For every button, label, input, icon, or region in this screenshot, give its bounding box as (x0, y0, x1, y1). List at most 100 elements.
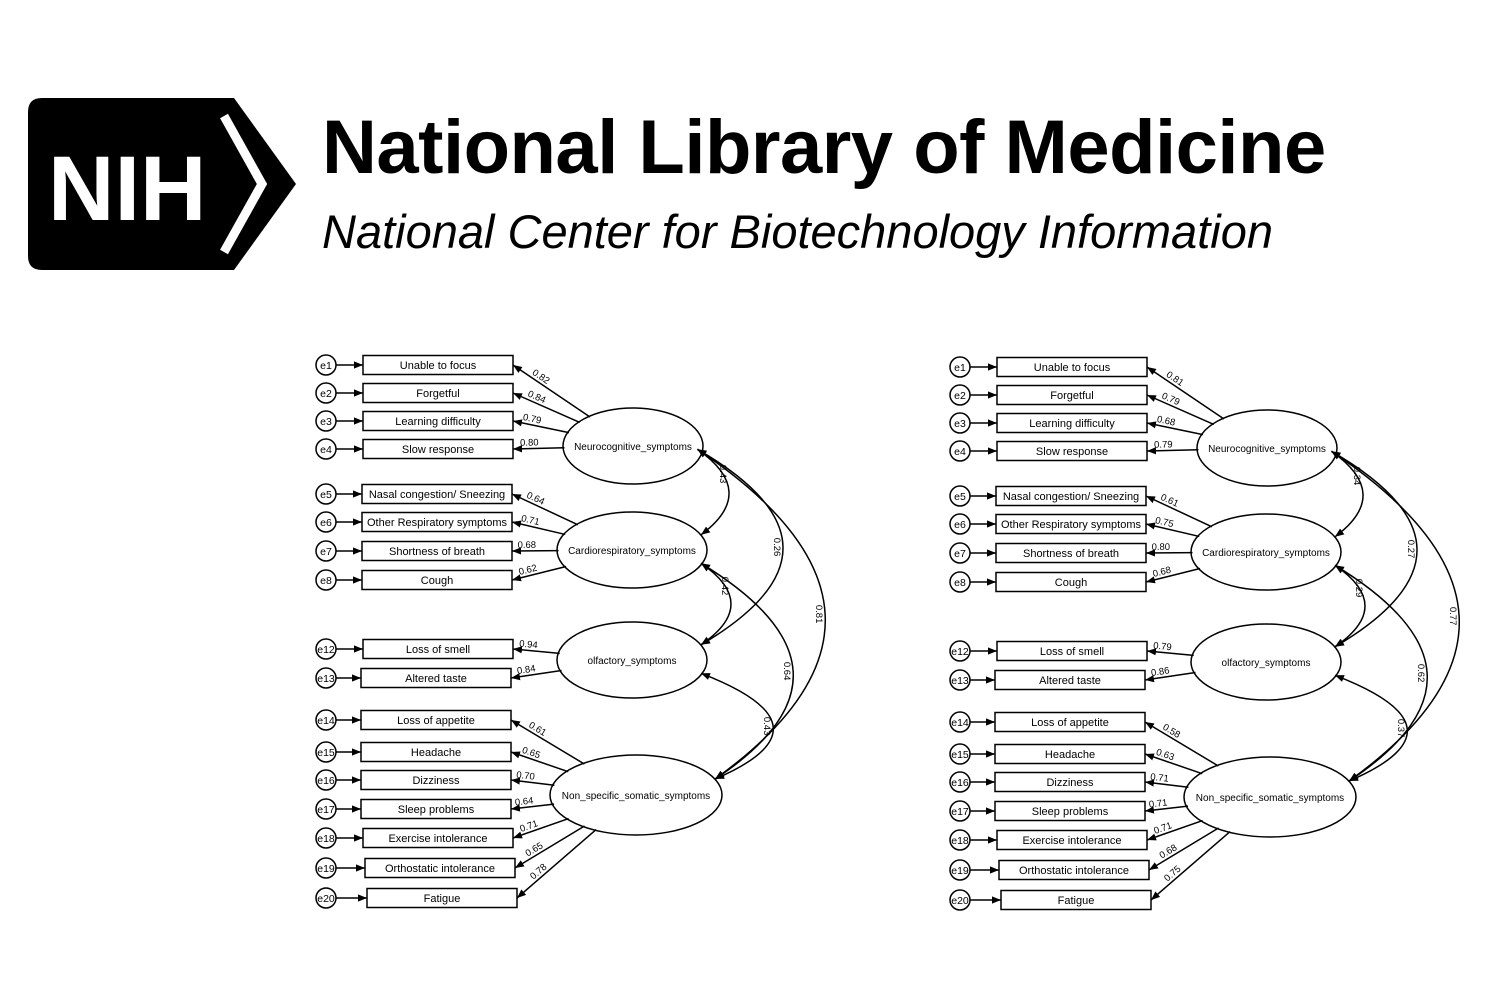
indicator-label: Altered taste (405, 673, 467, 685)
loading-arrow (1146, 648, 1194, 657)
loading-value: 0.71 (1148, 797, 1168, 810)
error-term-label: e13 (317, 673, 335, 685)
covariance-value: 0.43 (761, 717, 772, 736)
error-term-label: e15 (951, 749, 969, 761)
error-term-label: e8 (954, 577, 966, 589)
covariance-arc (1334, 564, 1366, 648)
error-term-label: e14 (951, 717, 969, 729)
covariance-value: 0.77 (1447, 607, 1458, 626)
error-term-label: e5 (320, 489, 332, 501)
loading-arrow (1150, 830, 1231, 901)
loading-arrow (514, 825, 585, 869)
covariance-arc (697, 448, 784, 646)
indicator-label: Forgetful (1050, 390, 1093, 402)
indicator-label: Cough (1055, 577, 1087, 589)
loading-arrow (516, 828, 597, 899)
logo-text: NIH (48, 138, 206, 240)
sem-diagram-left: Neurocognitive_symptomsCardiorespiratory… (315, 354, 827, 909)
nih-logo: NIH (28, 98, 298, 275)
indicator-label: Orthostatic intolerance (1019, 865, 1129, 877)
error-term-label: e17 (317, 804, 335, 816)
latent-label: Non_specific_somatic_symptoms (1196, 793, 1344, 804)
loading-value: 0.68 (1152, 565, 1173, 580)
loading-arrow (1146, 447, 1199, 455)
error-term-label: e3 (954, 418, 966, 430)
error-term-label: e13 (951, 675, 969, 687)
indicator-label: Shortness of breath (1023, 548, 1119, 560)
loading-arrow (510, 777, 555, 786)
loading-arrow (512, 646, 560, 655)
loading-value: 0.70 (516, 770, 536, 783)
loading-arrow (1144, 805, 1189, 814)
latent-label: olfactory_symptoms (588, 656, 677, 667)
error-term-label: e14 (317, 715, 335, 727)
loading-arrow (512, 392, 581, 424)
loading-value: 0.65 (521, 745, 542, 761)
indicator-label: Dizziness (412, 775, 460, 787)
loading-arrow (1144, 753, 1203, 775)
covariance-arc (696, 448, 730, 536)
error-term-label: e12 (951, 646, 969, 658)
latent-label: Neurocognitive_symptoms (574, 442, 692, 453)
loading-value: 0.78 (528, 862, 549, 882)
latent-ellipse (562, 407, 704, 485)
latent-label: Cardiorespiratory_symptoms (568, 546, 696, 557)
covariance-value: 0.37 (1395, 719, 1406, 738)
latent-label: olfactory_symptoms (1222, 658, 1311, 669)
loading-value: 0.71 (518, 818, 539, 834)
error-term-label: e1 (954, 362, 966, 374)
error-term-label: e19 (951, 865, 969, 877)
latent-ellipse (1196, 409, 1338, 487)
error-term-label: e16 (951, 777, 969, 789)
covariance-arc (1330, 450, 1364, 538)
error-term-label: e15 (317, 747, 335, 759)
latent-ellipse (549, 754, 723, 836)
sem-diagram-right: Neurocognitive_symptomsCardiorespiratory… (949, 356, 1461, 911)
indicator-label: Learning difficulty (395, 416, 481, 428)
indicator-label: Headache (411, 747, 461, 759)
loading-arrow (1144, 671, 1196, 683)
indicator-label: Fatigue (1058, 895, 1095, 907)
covariance-value: 0.42 (719, 577, 730, 596)
error-term-label: e20 (317, 893, 335, 905)
indicator-label: Dizziness (1046, 777, 1094, 789)
error-term-label: e7 (320, 546, 332, 558)
indicator-label: Sleep problems (398, 804, 475, 816)
loading-arrow (512, 364, 591, 418)
loading-value: 0.68 (518, 540, 537, 551)
error-term-label: e20 (951, 895, 969, 907)
indicator-label: Sleep problems (1032, 806, 1109, 818)
indicator-label: Headache (1045, 749, 1095, 761)
error-term-label: e6 (954, 519, 966, 531)
loading-value: 0.68 (1156, 414, 1176, 429)
loading-arrow (510, 719, 585, 765)
loading-value: 0.79 (1154, 439, 1173, 450)
covariance-value: 0.29 (1353, 579, 1364, 598)
error-term-label: e1 (320, 360, 332, 372)
indicator-label: Other Respiratory symptoms (367, 517, 507, 529)
error-term-label: e17 (951, 806, 969, 818)
error-term-label: e3 (320, 416, 332, 428)
loading-arrow (1144, 721, 1219, 767)
latent-label: Non_specific_somatic_symptoms (562, 791, 710, 802)
loading-value: 0.71 (1152, 820, 1173, 836)
indicator-label: Exercise intolerance (1022, 835, 1121, 847)
loading-value: 0.71 (1150, 772, 1170, 785)
loading-arrow (511, 565, 567, 582)
indicator-label: Loss of appetite (1031, 717, 1109, 729)
loading-value: 0.80 (520, 437, 539, 448)
loading-arrow (1146, 819, 1203, 841)
indicator-label: Altered taste (1039, 675, 1101, 687)
indicator-label: Cough (421, 575, 453, 587)
latent-label: Cardiorespiratory_symptoms (1202, 548, 1330, 559)
covariance-value: 0.26 (771, 538, 782, 557)
indicator-label: Exercise intolerance (388, 833, 487, 845)
error-term-label: e8 (320, 575, 332, 587)
indicator-label: Unable to focus (1034, 362, 1111, 374)
loading-arrow (1144, 779, 1189, 788)
indicator-label: Orthostatic intolerance (385, 863, 495, 875)
error-term-label: e12 (317, 644, 335, 656)
loading-value: 0.75 (1162, 864, 1183, 884)
error-term-label: e6 (320, 517, 332, 529)
error-term-label: e18 (951, 835, 969, 847)
